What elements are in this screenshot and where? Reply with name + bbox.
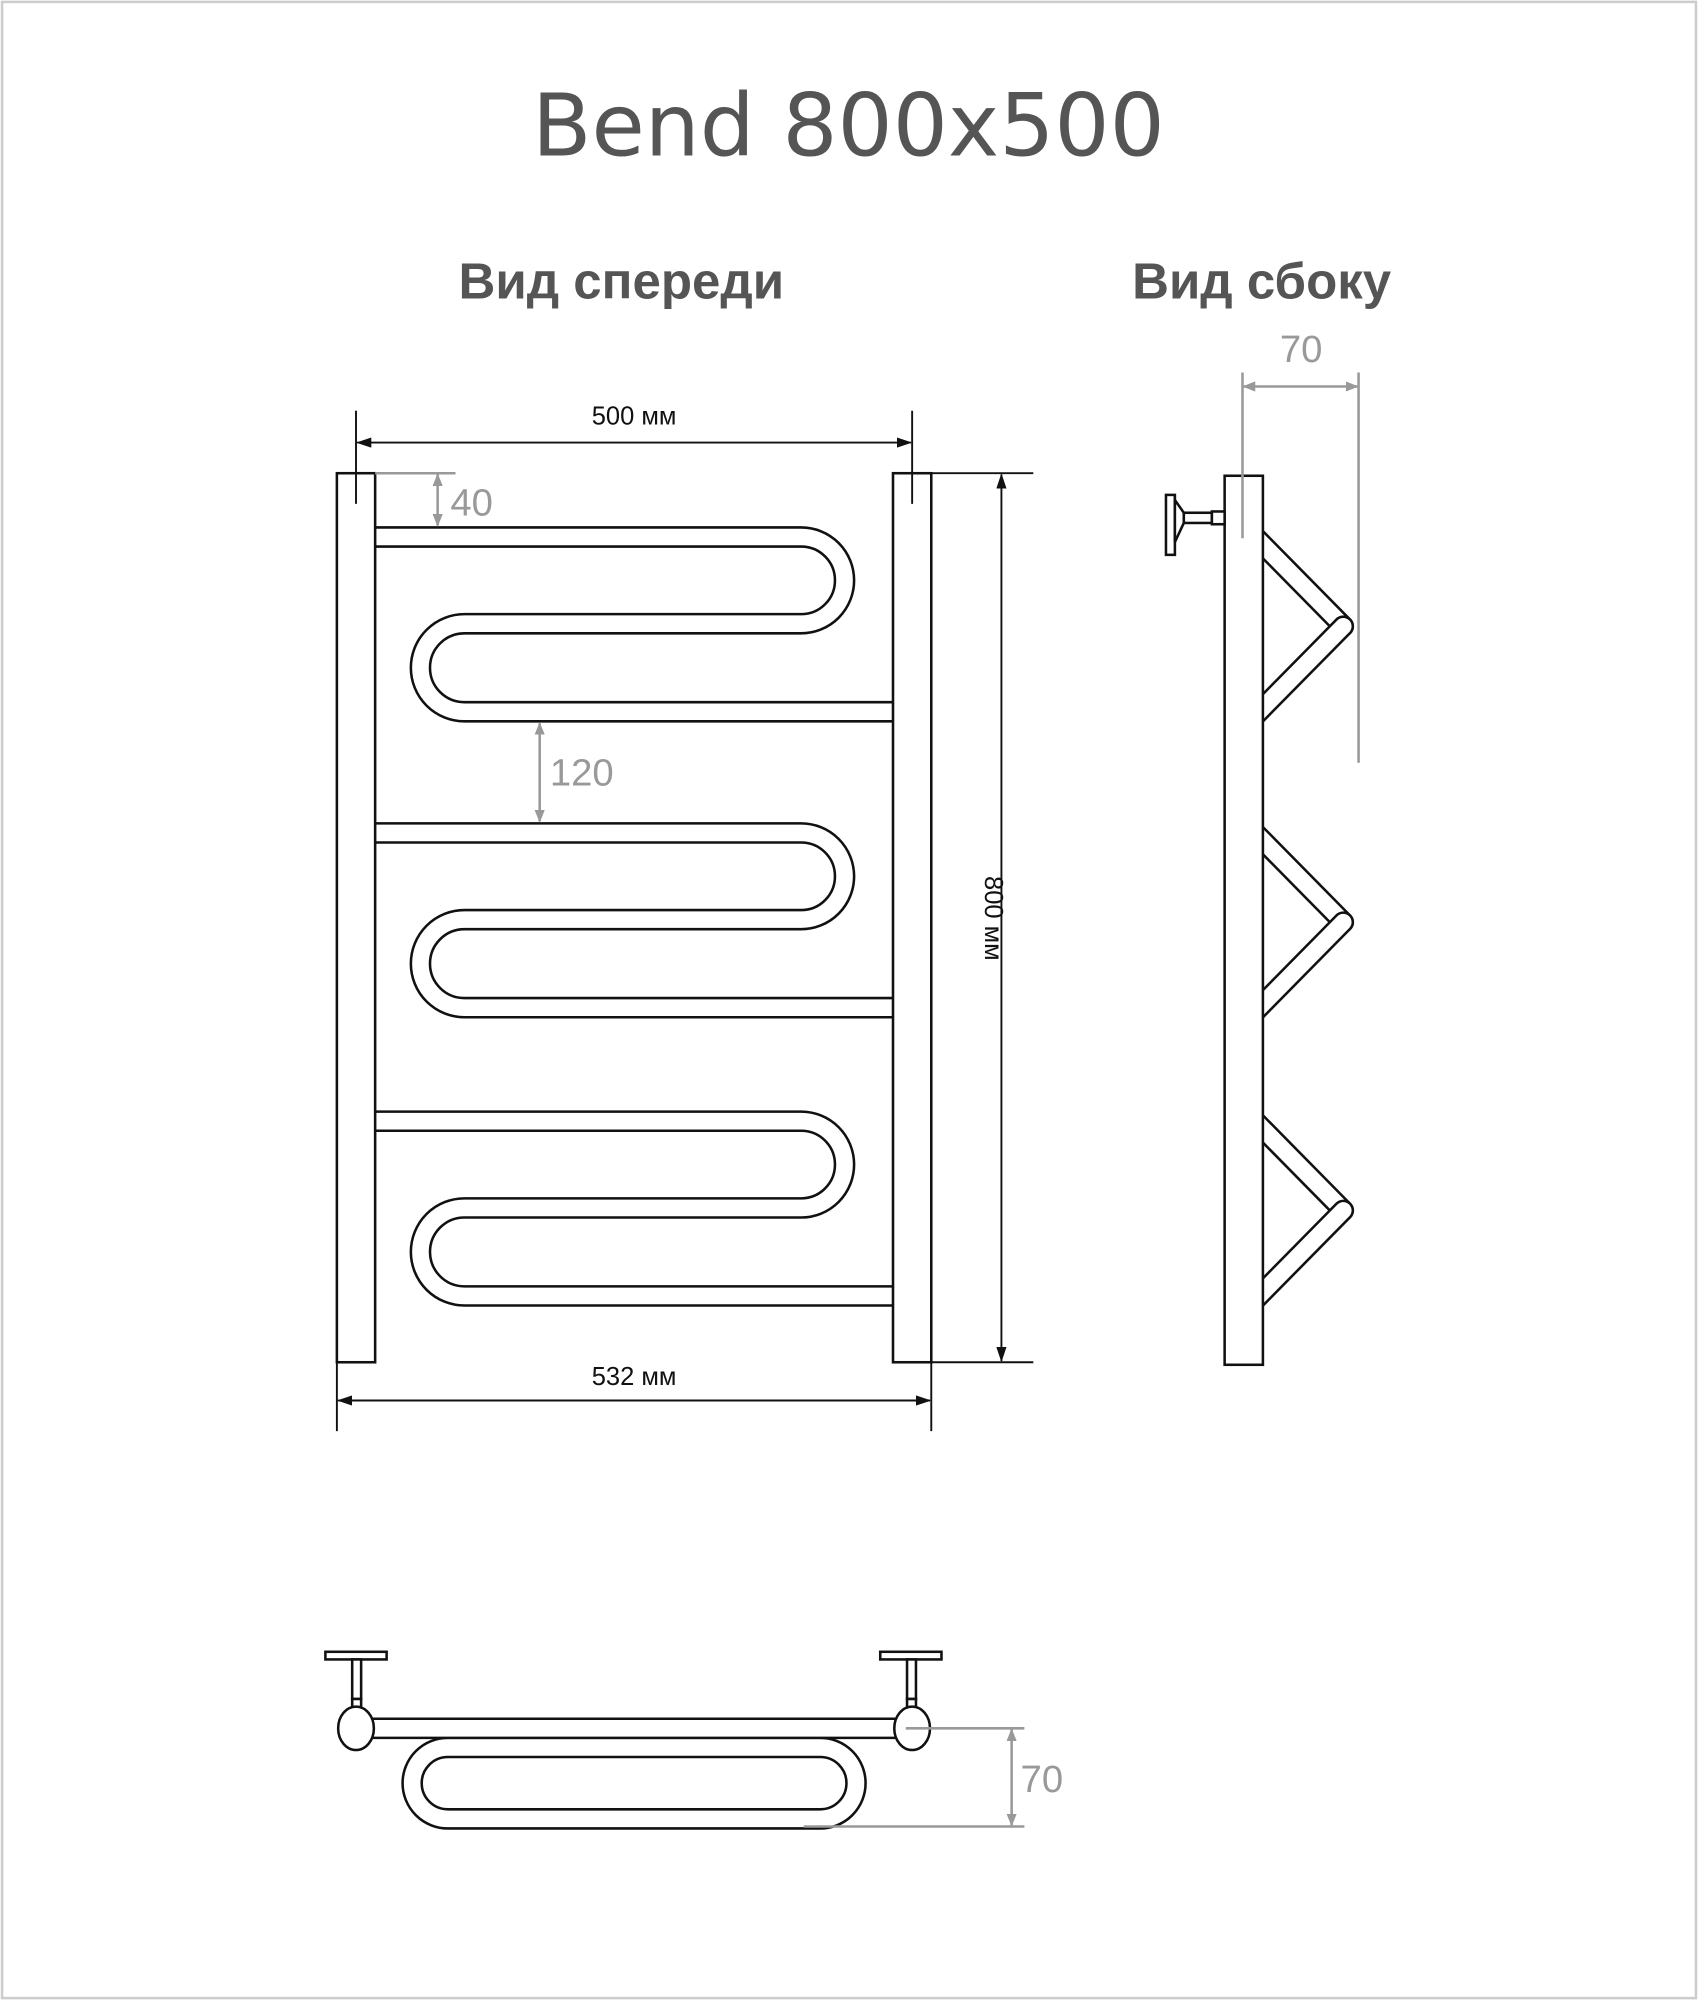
left-riser bbox=[335, 471, 377, 1364]
side-view-label: Вид сбоку bbox=[1132, 252, 1392, 309]
right-riser bbox=[891, 471, 933, 1364]
dim-side-70-label: 70 bbox=[1280, 328, 1323, 371]
dim-500-label: 500 мм bbox=[592, 403, 677, 431]
front-view: 500 мм 532 мм 800 мм 40 120 bbox=[335, 403, 1034, 1432]
dim-532-label: 532 мм bbox=[592, 1363, 677, 1391]
product-title: Bend 800x500 bbox=[532, 76, 1165, 177]
front-view-label: Вид спереди bbox=[459, 252, 785, 309]
dim-120-label: 120 bbox=[550, 752, 614, 795]
bottom-view: 70 bbox=[324, 1650, 1064, 1830]
left-bracket-icon bbox=[324, 1650, 388, 1752]
dim-800-label: 800 мм bbox=[979, 876, 1007, 961]
dim-bottom-70-label: 70 bbox=[1021, 1758, 1064, 1801]
dim-40-label: 40 bbox=[450, 481, 493, 524]
wall-bracket-icon bbox=[1164, 493, 1226, 557]
side-view: 70 bbox=[1164, 328, 1360, 1367]
